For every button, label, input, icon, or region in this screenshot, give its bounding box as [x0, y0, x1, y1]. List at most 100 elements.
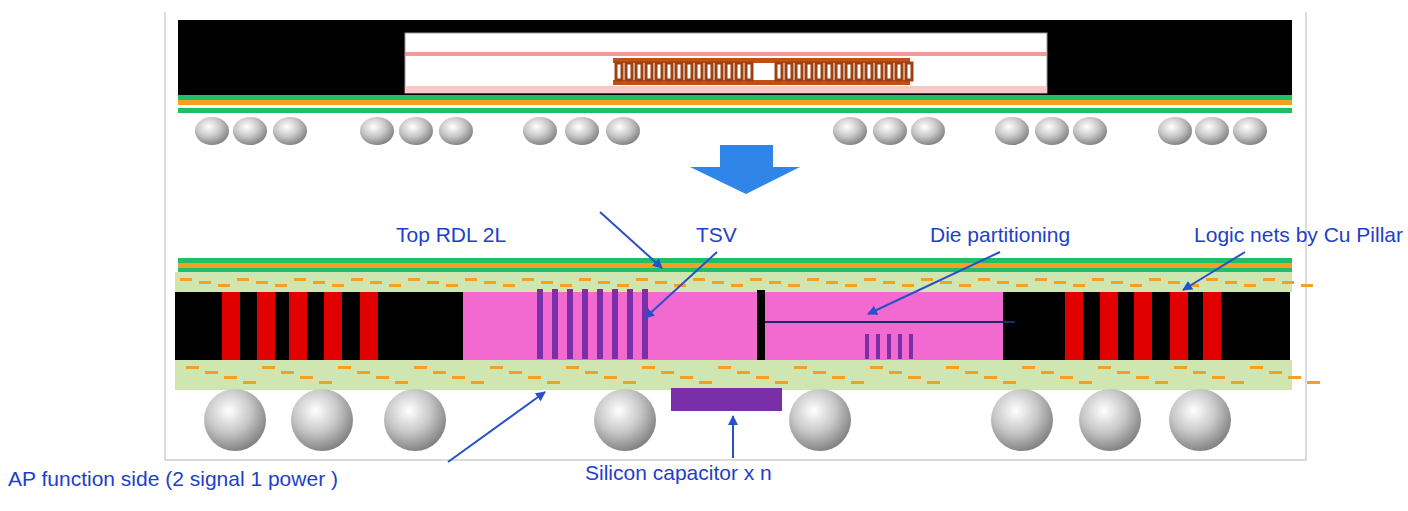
rdl-trace [1073, 284, 1085, 287]
rdl-trace [940, 281, 952, 284]
rdl-trace [737, 371, 750, 374]
rdl-trace [680, 376, 693, 379]
rdl-trace [889, 371, 902, 374]
rdl-trace [237, 278, 249, 281]
micro-bump [846, 63, 852, 80]
rdl-trace [959, 284, 971, 287]
rdl-trace [224, 376, 237, 379]
rdl-trace [1244, 284, 1256, 287]
solder-ball [606, 117, 640, 145]
solder-ball [833, 117, 867, 145]
micro-bump [786, 63, 792, 80]
rdl-trace [560, 284, 572, 287]
rdl-trace [636, 278, 648, 281]
rdl-trace [832, 376, 845, 379]
callout-label: AP function side (2 signal 1 power ) [8, 466, 338, 491]
rdl-trace [465, 278, 477, 281]
rdl-trace [528, 376, 541, 379]
rdl-trace [997, 281, 1009, 284]
rdl-trace [731, 284, 743, 287]
rdl-trace [1225, 281, 1237, 284]
solder-ball [384, 389, 446, 451]
rdl-trace [1117, 371, 1130, 374]
micro-bump [836, 63, 842, 80]
micro-bump [826, 63, 832, 80]
rdl-trace [908, 376, 921, 379]
rdl-trace [256, 281, 268, 284]
micro-bump [676, 63, 682, 80]
rdl-trace [902, 284, 914, 287]
rdl-trace [845, 284, 857, 287]
tsv [865, 334, 869, 359]
solder-ball [291, 389, 353, 451]
micro-bump [616, 63, 622, 80]
rdl-trace [262, 366, 275, 369]
callout-label: Silicon capacitor x n [585, 460, 772, 485]
micro-bump [816, 63, 822, 80]
solder-ball [1195, 117, 1229, 145]
rdl-trace [1301, 284, 1313, 287]
solder-ball [995, 117, 1029, 145]
rdl-trace [376, 376, 389, 379]
rdl-trace [1212, 376, 1225, 379]
rdl-trace [978, 278, 990, 281]
solder-ball [1169, 389, 1231, 451]
rdl-trace [750, 278, 762, 281]
micro-bump [696, 63, 702, 80]
cu-pillar [222, 292, 240, 360]
micro-bump [736, 63, 742, 80]
solder-ball [1073, 117, 1107, 145]
rdl-trace [509, 371, 522, 374]
micro-bump [886, 63, 892, 80]
rdl-trace [300, 376, 313, 379]
rdl-trace [294, 278, 306, 281]
rdl-trace [769, 281, 781, 284]
rdl-trace [1288, 376, 1301, 379]
micro-bump [806, 63, 812, 80]
micro-bump [726, 63, 732, 80]
cu-pillar [1170, 292, 1188, 360]
rdl-trace [357, 371, 370, 374]
rdl-trace [338, 366, 351, 369]
rdl-trace [180, 278, 192, 281]
solder-ball [873, 117, 907, 145]
rdl-trace [851, 381, 864, 384]
rdl-trace [693, 278, 705, 281]
micro-bump [746, 63, 752, 80]
cu-pillar [360, 292, 378, 360]
rdl-trace [547, 381, 560, 384]
rdl-trace [965, 371, 978, 374]
rdl-trace [1098, 366, 1111, 369]
micro-bump [646, 63, 652, 80]
callout-label: TSV [696, 222, 737, 247]
rdl-trace [1003, 381, 1016, 384]
cu-pillar [257, 292, 275, 360]
rdl-trace [927, 381, 940, 384]
solder-ball [594, 389, 656, 451]
solder-ball [360, 117, 394, 145]
rdl-trace [807, 278, 819, 281]
rdl-trace [813, 371, 826, 374]
cu-pillar [289, 292, 307, 360]
rdl-trace [870, 366, 883, 369]
rdl-trace [1231, 381, 1244, 384]
rdl-trace [699, 381, 712, 384]
rdl-trace [351, 278, 363, 281]
micro-bump [706, 63, 712, 80]
rdl-trace [756, 376, 769, 379]
solder-ball [233, 117, 267, 145]
rdl-trace [433, 371, 446, 374]
rdl-trace [1263, 278, 1275, 281]
solder-ball [1233, 117, 1267, 145]
rdl-trace [199, 281, 211, 284]
rdl-trace [452, 376, 465, 379]
micro-bump [866, 63, 872, 80]
rdl-trace [826, 281, 838, 284]
tsv [627, 289, 633, 359]
rdl-trace [395, 381, 408, 384]
micro-bump [776, 63, 782, 80]
rdl-trace [1054, 281, 1066, 284]
callout-label: Logic nets by Cu Pillar [1194, 222, 1403, 247]
rdl-trace [718, 366, 731, 369]
